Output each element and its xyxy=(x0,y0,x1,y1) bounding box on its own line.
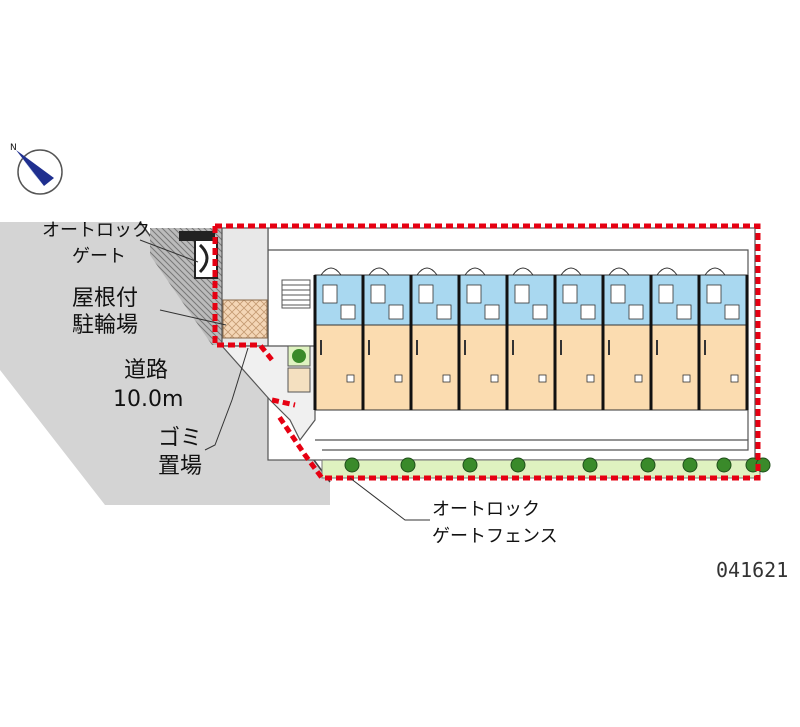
tree xyxy=(462,457,478,473)
unit-bath xyxy=(466,284,482,304)
tree xyxy=(716,457,732,473)
label-road-1: 道路 xyxy=(124,358,168,383)
unit-fixture xyxy=(394,374,403,383)
bicycle-parking xyxy=(222,299,268,339)
unit-toilet xyxy=(724,304,740,320)
unit-bath xyxy=(610,284,626,304)
unit-fixture xyxy=(490,374,499,383)
unit-door-swing xyxy=(416,267,438,276)
label-gate-autolock-1: オートロック xyxy=(42,220,150,241)
tree xyxy=(640,457,656,473)
unit-toilet xyxy=(532,304,548,320)
garbage-area-box xyxy=(287,367,311,393)
svg-text:N: N xyxy=(10,143,17,153)
unit-toilet xyxy=(676,304,692,320)
unit-room xyxy=(410,324,460,411)
gate-door xyxy=(179,231,218,279)
unit-bath xyxy=(322,284,338,304)
tree xyxy=(682,457,698,473)
unit-fixture xyxy=(634,374,643,383)
tree xyxy=(344,457,360,473)
unit-room xyxy=(602,324,652,411)
unit-toilet xyxy=(484,304,500,320)
unit-room xyxy=(362,324,412,411)
unit-door-swing xyxy=(704,267,726,276)
unit-fixture xyxy=(682,374,691,383)
label-bicycle-2: 駐輪場 xyxy=(72,313,138,338)
label-garbage-1: ゴミ xyxy=(158,426,202,451)
unit-fixture xyxy=(730,374,739,383)
unit-room xyxy=(314,324,364,411)
building-units xyxy=(313,267,749,411)
unit-bath xyxy=(658,284,674,304)
tree xyxy=(510,457,526,473)
unit-bath xyxy=(514,284,530,304)
unit-bath xyxy=(562,284,578,304)
unit-door-swing xyxy=(560,267,582,276)
map-code: 041621 xyxy=(716,558,788,582)
unit-toilet xyxy=(628,304,644,320)
unit-toilet xyxy=(580,304,596,320)
unit-fixture xyxy=(442,374,451,383)
unit-bath xyxy=(418,284,434,304)
unit-room xyxy=(506,324,556,411)
road-area xyxy=(0,222,330,505)
unit-fixture xyxy=(538,374,547,383)
unit-door-swing xyxy=(656,267,678,276)
unit-door-swing xyxy=(512,267,534,276)
label-bicycle-1: 屋根付 xyxy=(72,286,138,311)
label-gate-fence-2: ゲートフェンス xyxy=(432,526,558,547)
unit-door-swing xyxy=(368,267,390,276)
unit-room xyxy=(698,324,748,411)
unit-fixture xyxy=(346,374,355,383)
stairs xyxy=(281,279,311,309)
trees xyxy=(344,457,771,473)
unit-room xyxy=(458,324,508,411)
label-road-2: 10.0m xyxy=(113,387,183,412)
unit-room xyxy=(554,324,604,411)
label-gate-fence-1: オートロック xyxy=(432,499,540,520)
label-gate-autolock-2: ゲート xyxy=(72,246,126,267)
unit-door-swing xyxy=(608,267,630,276)
unit-toilet xyxy=(388,304,404,320)
unit-toilet xyxy=(340,304,356,320)
unit-fixture xyxy=(586,374,595,383)
unit-door-swing xyxy=(464,267,486,276)
tree xyxy=(582,457,598,473)
leader-lines xyxy=(139,239,430,521)
planter-tree xyxy=(292,349,306,363)
north-arrow-icon: N xyxy=(10,143,63,195)
label-garbage-2: 置場 xyxy=(158,454,202,479)
unit-door-swing xyxy=(320,267,342,276)
property-boundary xyxy=(212,223,761,481)
unit-toilet xyxy=(436,304,452,320)
tree xyxy=(400,457,416,473)
unit-bath xyxy=(706,284,722,304)
unit-bath xyxy=(370,284,386,304)
